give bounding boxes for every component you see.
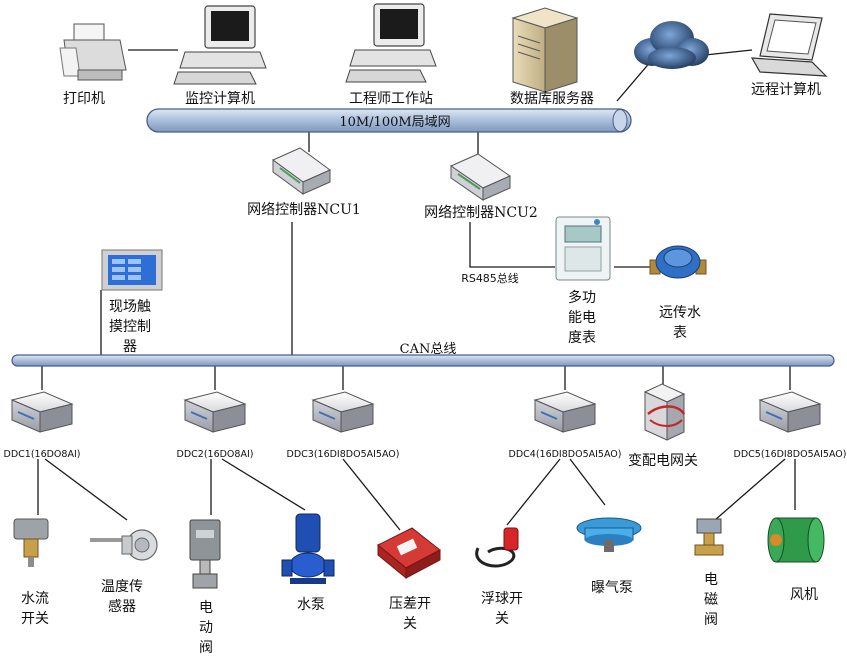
ddc5-to-solenoid-line	[714, 458, 786, 521]
energy-meter-icon	[555, 216, 611, 281]
ddc2-label: DDC2(16DO8AI)	[177, 449, 254, 460]
ddc3-box-icon	[311, 391, 375, 433]
svg-text:远传水: 远传水	[659, 305, 701, 321]
svg-text:浮球开: 浮球开	[481, 591, 523, 607]
svg-text:开关: 开关	[21, 611, 49, 627]
svg-text:感器: 感器	[108, 598, 136, 615]
monitor-pc-icon	[173, 5, 267, 85]
ddc1-box-icon	[10, 391, 74, 433]
flow-switch-icon	[13, 518, 49, 567]
ddc4-to-float-line	[506, 458, 561, 526]
svg-text:压差开: 压差开	[389, 596, 431, 612]
ddc1-label: DDC1(16DO8AI)	[4, 449, 81, 460]
svg-text:阀: 阀	[704, 612, 718, 628]
fan-icon	[767, 517, 825, 563]
database-server-icon	[511, 7, 579, 93]
can-bus: CAN总线	[11, 342, 835, 367]
printer-label: 打印机	[63, 90, 105, 107]
float-switch-label: 浮球开 关	[481, 591, 523, 627]
ddc5-box-icon	[758, 391, 822, 433]
svg-text:电: 电	[704, 572, 718, 588]
solenoid-valve-label: 电 磁 阀	[704, 572, 718, 628]
pressure-diff-switch-icon	[377, 527, 441, 580]
database-server-label: 数据库服务器	[510, 91, 594, 107]
energy-meter-label: 多功 能电 度表	[568, 289, 596, 346]
engineer-workstation-icon	[345, 3, 437, 83]
electric-valve-icon	[189, 519, 221, 589]
substation-gateway-icon	[643, 383, 686, 441]
electric-valve-label: 电 动 阀	[199, 600, 213, 656]
ncu2-icon	[449, 153, 512, 201]
ddc3-label: DDC3(16DI8DO5AI5AO)	[287, 449, 400, 460]
cloud-to-laptop-line	[704, 49, 753, 56]
svg-text:器: 器	[123, 339, 137, 355]
pressure-diff-switch-label: 压差开 关	[389, 596, 431, 632]
ncu1-label: 网络控制器NCU1	[247, 202, 361, 218]
water-pump-label: 水泵	[297, 597, 325, 613]
ddc-controllers	[10, 391, 822, 433]
svg-text:关: 关	[403, 616, 417, 632]
solenoid-valve-icon	[694, 518, 724, 556]
ddc4-box-icon	[533, 391, 597, 433]
svg-text:表: 表	[673, 325, 687, 341]
svg-text:现场触: 现场触	[109, 299, 151, 315]
lan-bus: 10M/100M局域网	[146, 108, 632, 133]
ddc3-to-diffswitch-line	[342, 458, 401, 531]
ddc4-label: DDC4(16DI8DO5AI5AO)	[509, 449, 622, 460]
float-switch-icon	[475, 527, 519, 568]
svg-text:阀: 阀	[199, 640, 213, 656]
svg-text:温度传: 温度传	[101, 579, 143, 595]
temperature-sensor-icon	[90, 529, 158, 561]
substation-gateway-label: 变配电网关	[628, 453, 698, 469]
can-label: CAN总线	[400, 342, 457, 357]
ncu1-icon	[272, 147, 331, 195]
server-to-cloud-line	[616, 59, 653, 102]
water-pump-icon	[281, 513, 335, 584]
svg-text:能电: 能电	[568, 310, 596, 326]
remote-pc-label: 远程计算机	[751, 82, 821, 98]
water-meter-icon	[649, 245, 707, 279]
ncu2-rs485-line	[469, 222, 555, 268]
svg-text:度表: 度表	[568, 330, 596, 346]
connection-lines	[37, 49, 796, 531]
svg-text:摸控制: 摸控制	[109, 319, 151, 335]
fan-label: 风机	[790, 587, 818, 603]
ddc1-to-tempsensor-line	[44, 458, 128, 521]
engineer-workstation-label: 工程师工作站	[349, 91, 433, 107]
svg-text:磁: 磁	[704, 592, 718, 608]
rs485-label: RS485总线	[461, 271, 519, 285]
aerator-pump-label: 曝气泵	[591, 580, 633, 596]
monitor-pc-label: 监控计算机	[185, 91, 255, 107]
water-meter-label: 远传水 表	[659, 305, 701, 341]
flow-switch-label: 水流 开关	[21, 591, 49, 627]
svg-text:电: 电	[199, 600, 213, 616]
ddc4-to-aerator-line	[569, 458, 606, 506]
svg-text:水流: 水流	[21, 591, 49, 607]
svg-text:关: 关	[495, 611, 509, 627]
touch-controller-icon	[101, 249, 163, 291]
ddc5-label: DDC5(16DI8DO5AI5AO)	[734, 449, 847, 460]
ddc2-box-icon	[183, 391, 247, 433]
remote-laptop-icon	[750, 13, 828, 77]
ddc2-to-pump-line	[221, 458, 306, 511]
ncu2-label: 网络控制器NCU2	[424, 205, 538, 221]
svg-text:多功: 多功	[568, 289, 596, 306]
aerator-pump-icon	[576, 517, 642, 552]
touch-controller-label: 现场触 摸控制 器	[109, 299, 151, 355]
temperature-sensor-label: 温度传 感器	[101, 579, 143, 615]
lan-label: 10M/100M局域网	[339, 115, 450, 130]
svg-text:动: 动	[199, 620, 213, 636]
internet-cloud-icon	[634, 21, 709, 69]
printer-icon	[59, 23, 127, 81]
